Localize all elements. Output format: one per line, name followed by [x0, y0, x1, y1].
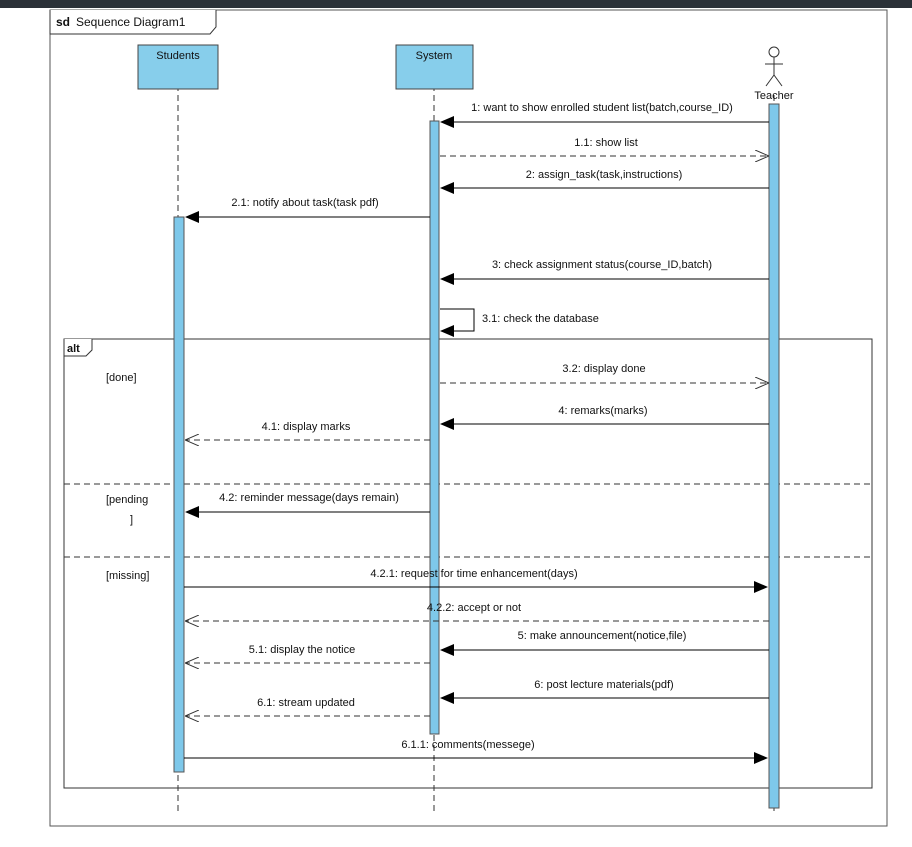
frame-keyword: sd [56, 15, 70, 29]
teacher-label: Teacher [754, 90, 793, 102]
alt-fragment-tab [63, 339, 93, 357]
alt-fragment [63, 338, 873, 789]
system-lifeline-head [395, 44, 474, 90]
message-2-1-label: 2.1: notify about task(task pdf) [231, 197, 378, 209]
guard-pending: [pending ] [106, 494, 151, 526]
frame-name: Sequence Diagram1 [76, 15, 186, 29]
teacher-actor-icon [765, 46, 783, 87]
message-1-label: 1: want to show enrolled student list(ba… [471, 102, 733, 114]
message-3-1-arrow [440, 308, 475, 337]
diagram-frame [49, 9, 888, 827]
message-6-label: 6: post lecture materials(pdf) [534, 679, 673, 691]
system-label: System [416, 50, 453, 62]
message-3-2-label: 3.2: display done [562, 363, 645, 375]
message-4-2-label: 4.2: reminder message(days remain) [219, 492, 399, 504]
window-top-bar [0, 0, 912, 8]
message-3-label: 3: check assignment status(course_ID,bat… [492, 259, 712, 271]
message-1-1-label: 1.1: show list [574, 137, 638, 149]
message-4-2-1-label: 4.2.1: request for time enhancement(days… [370, 568, 577, 580]
message-5-label: 5: make announcement(notice,file) [518, 630, 687, 642]
students-activation [173, 216, 185, 773]
frame-tab [49, 10, 217, 35]
guard-missing: [missing] [106, 570, 149, 582]
students-lifeline-head [137, 44, 219, 90]
message-6-1-1-label: 6.1.1: comments(messege) [401, 739, 534, 751]
message-5-1-label: 5.1: display the notice [249, 644, 355, 656]
message-2-label: 2: assign_task(task,instructions) [526, 169, 683, 181]
teacher-activation [768, 103, 780, 809]
guard-done: [done] [106, 372, 137, 384]
students-label: Students [156, 50, 200, 62]
message-4-1-label: 4.1: display marks [262, 421, 351, 433]
alt-keyword: alt [67, 343, 80, 355]
message-4-2-2-label: 4.2.2: accept or not [427, 602, 521, 614]
message-6-1-label: 6.1: stream updated [257, 697, 355, 709]
message-3-1-label: 3.1: check the database [482, 313, 599, 325]
system-activation [429, 120, 440, 735]
message-4-label: 4: remarks(marks) [558, 405, 647, 417]
